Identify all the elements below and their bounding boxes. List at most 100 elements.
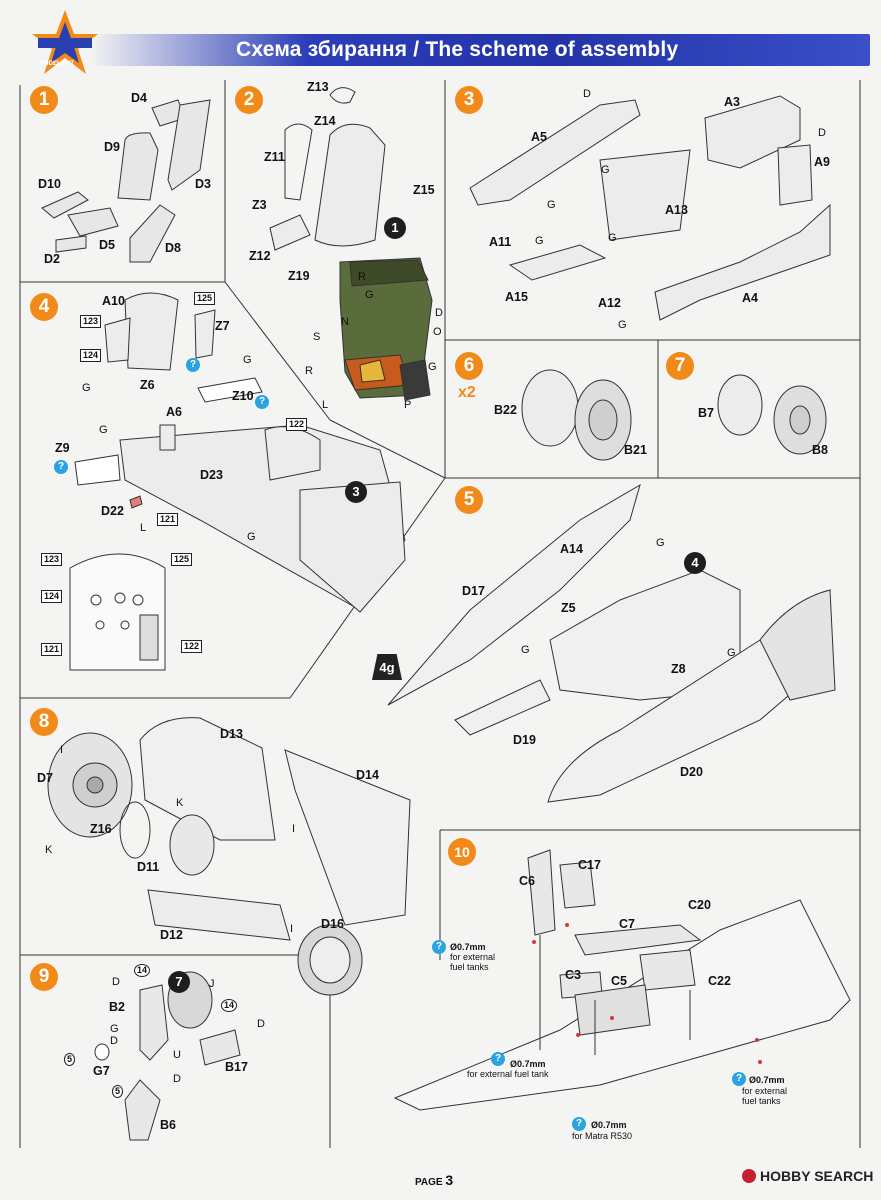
info-icon: ? bbox=[54, 460, 68, 474]
info-icon: ? bbox=[572, 1117, 586, 1131]
info-icon: ? bbox=[186, 358, 200, 372]
part-label: Z16 bbox=[90, 822, 112, 836]
part-label: D22 bbox=[101, 504, 124, 518]
part-label: D20 bbox=[680, 765, 703, 779]
decal-label: R bbox=[305, 365, 313, 377]
part-label: A3 bbox=[724, 95, 740, 109]
decal-ref-box: 124 bbox=[41, 590, 63, 603]
decal-ref-box: 14 bbox=[221, 999, 238, 1012]
part-label: A13 bbox=[665, 203, 688, 217]
part-label: B7 bbox=[698, 406, 714, 420]
part-label: A6 bbox=[166, 405, 182, 419]
part-label: Z7 bbox=[215, 319, 230, 333]
page-title: Схема збирання / The scheme of assembly bbox=[236, 38, 679, 61]
part-label: Z6 bbox=[140, 378, 155, 392]
part-label: D2 bbox=[44, 252, 60, 266]
part-label: B8 bbox=[812, 443, 828, 457]
weight-badge: 4g bbox=[372, 654, 402, 680]
part-label: D23 bbox=[200, 468, 223, 482]
part-label: Z5 bbox=[561, 601, 576, 615]
info-icon: ? bbox=[255, 395, 269, 409]
part-label: Z3 bbox=[252, 198, 267, 212]
step-4-badge: 4 bbox=[30, 293, 58, 321]
note-text: for external bbox=[742, 1086, 788, 1096]
info-icon: ? bbox=[491, 1052, 505, 1066]
part-label: D10 bbox=[38, 177, 61, 191]
decal-label: G bbox=[727, 647, 736, 659]
part-label: D17 bbox=[462, 584, 485, 598]
part-label: C17 bbox=[578, 858, 601, 872]
decal-label: D bbox=[583, 88, 591, 100]
decal-label: G bbox=[608, 232, 617, 244]
part-label: C22 bbox=[708, 974, 731, 988]
drill-marks bbox=[532, 923, 762, 1064]
part-label: A5 bbox=[531, 130, 547, 144]
step-1-badge: 1 bbox=[30, 86, 58, 114]
decal-label: G bbox=[365, 289, 374, 301]
ref-badge-step4: 4 bbox=[684, 552, 706, 574]
part-label: Z9 bbox=[55, 441, 70, 455]
part-label: C6 bbox=[519, 874, 535, 888]
part-label: C3 bbox=[565, 968, 581, 982]
step3-parts bbox=[469, 95, 831, 321]
decal-ref-box: 5 bbox=[64, 1053, 76, 1066]
step2-parts bbox=[269, 87, 386, 251]
step1-parts bbox=[41, 99, 211, 263]
part-label: A14 bbox=[560, 542, 583, 556]
decal-label: I bbox=[290, 923, 294, 935]
part-label: B6 bbox=[160, 1118, 176, 1132]
decal-label: G bbox=[535, 235, 544, 247]
step-5-badge: 5 bbox=[455, 486, 483, 514]
decal-ref-box: 125 bbox=[194, 292, 216, 305]
step2-seat-colored bbox=[339, 257, 433, 401]
part-label: D8 bbox=[165, 241, 181, 255]
step10-parts bbox=[393, 849, 851, 1111]
decal-label: P bbox=[404, 399, 412, 411]
decal-label: J bbox=[209, 978, 215, 990]
step8-parts bbox=[47, 717, 411, 996]
decal-label: G bbox=[247, 531, 256, 543]
modelsvit-logo bbox=[32, 10, 98, 74]
decal-ref-box: 123 bbox=[80, 315, 102, 328]
step-7-badge: 7 bbox=[666, 352, 694, 380]
ref-badge-step1: 1 bbox=[384, 217, 406, 239]
note-text: for external fuel tank bbox=[467, 1069, 549, 1079]
part-label: Z12 bbox=[249, 249, 271, 263]
logo-text: MODELSVIT bbox=[39, 61, 75, 67]
part-label: B22 bbox=[494, 403, 517, 417]
part-label: B17 bbox=[225, 1060, 248, 1074]
decal-label: U bbox=[173, 1049, 181, 1061]
header-band bbox=[90, 34, 870, 66]
note-size: Ø0.7mm bbox=[450, 942, 486, 952]
decal-label: L bbox=[140, 522, 147, 534]
decal-ref-box: 124 bbox=[80, 349, 102, 362]
part-label: D12 bbox=[160, 928, 183, 942]
part-label: D5 bbox=[99, 238, 115, 252]
note-size: Ø0.7mm bbox=[510, 1059, 546, 1069]
step9-parts bbox=[94, 971, 241, 1141]
part-label: D11 bbox=[137, 860, 160, 874]
part-label: C7 bbox=[619, 917, 635, 931]
decal-label: I bbox=[60, 744, 64, 756]
decal-label: G bbox=[521, 644, 530, 656]
step-2-badge: 2 bbox=[235, 86, 263, 114]
decal-ref-box: 121 bbox=[41, 643, 63, 656]
wheels bbox=[521, 369, 827, 461]
decal-ref-box: 5 bbox=[112, 1085, 124, 1098]
decal-label: G bbox=[99, 424, 108, 436]
decal-label: O bbox=[433, 326, 442, 338]
part-label: A10 bbox=[102, 294, 125, 308]
decal-label: R bbox=[358, 271, 366, 283]
decal-label: D bbox=[435, 307, 443, 319]
decal-label: D bbox=[110, 1035, 118, 1047]
part-label: Z8 bbox=[671, 662, 686, 676]
step4-inset-panel bbox=[69, 553, 166, 671]
step-9-badge: 9 bbox=[30, 963, 58, 991]
step-3-badge: 3 bbox=[455, 86, 483, 114]
step-10-badge: 10 bbox=[448, 838, 476, 866]
decal-label: D bbox=[112, 976, 120, 988]
ref-badge-step7: 7 bbox=[168, 971, 190, 993]
watermark: HOBBY SEARCH bbox=[742, 1168, 873, 1184]
decal-label: G bbox=[243, 354, 252, 366]
decal-label: D bbox=[173, 1073, 181, 1085]
